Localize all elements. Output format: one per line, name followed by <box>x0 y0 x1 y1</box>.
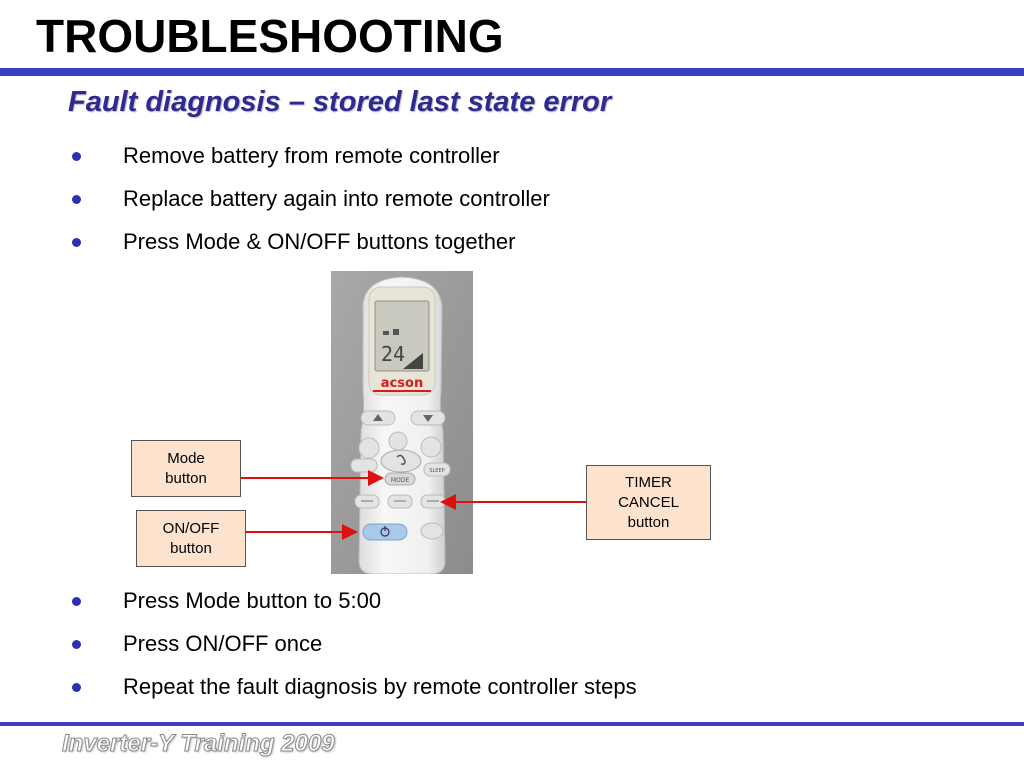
bullet-icon <box>72 195 81 204</box>
bullet-icon <box>72 152 81 161</box>
mode-key-label: MODE <box>391 477 410 484</box>
remote-controller-illustration: 24 acson SLEEP MODE <box>331 271 473 574</box>
top-divider <box>0 68 1024 76</box>
brand-logo: acson <box>381 376 423 391</box>
slide-subtitle: Fault diagnosis – stored last state erro… <box>68 86 612 118</box>
bullet-icon <box>72 683 81 692</box>
bullet-icon <box>72 597 81 606</box>
onoff-button-callout: ON/OFF button <box>136 510 246 567</box>
mode-button-callout: Mode button <box>131 440 241 497</box>
remote-controller-photo: 24 acson SLEEP MODE <box>331 271 473 574</box>
sleep-key-label: SLEEP <box>429 468 444 474</box>
bullet-icon <box>72 238 81 247</box>
display-readout: 24 <box>381 342 405 366</box>
timer-cancel-button-callout: TIMER CANCEL button <box>586 465 711 540</box>
bullet-icon <box>72 640 81 649</box>
footer-text: Inverter-Y Training 2009 <box>62 730 336 758</box>
slide-title: TROUBLESHOOTING <box>36 10 504 62</box>
bottom-divider <box>0 722 1024 726</box>
